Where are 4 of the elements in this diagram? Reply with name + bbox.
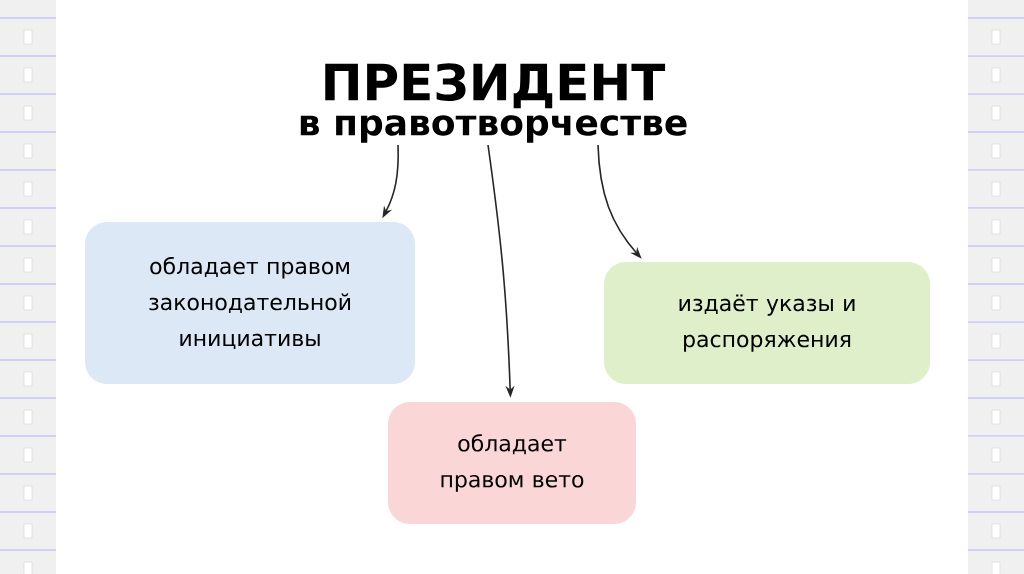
rounded-box: обладает правом вето xyxy=(388,402,636,524)
rounded-box: издаёт указы и распоряжения xyxy=(604,262,930,384)
title-text: ПРЕЗИДЕНТ в правотворчестве xyxy=(300,63,687,143)
rounded-box: обладает правом законодательной инициативы xyxy=(85,222,415,384)
